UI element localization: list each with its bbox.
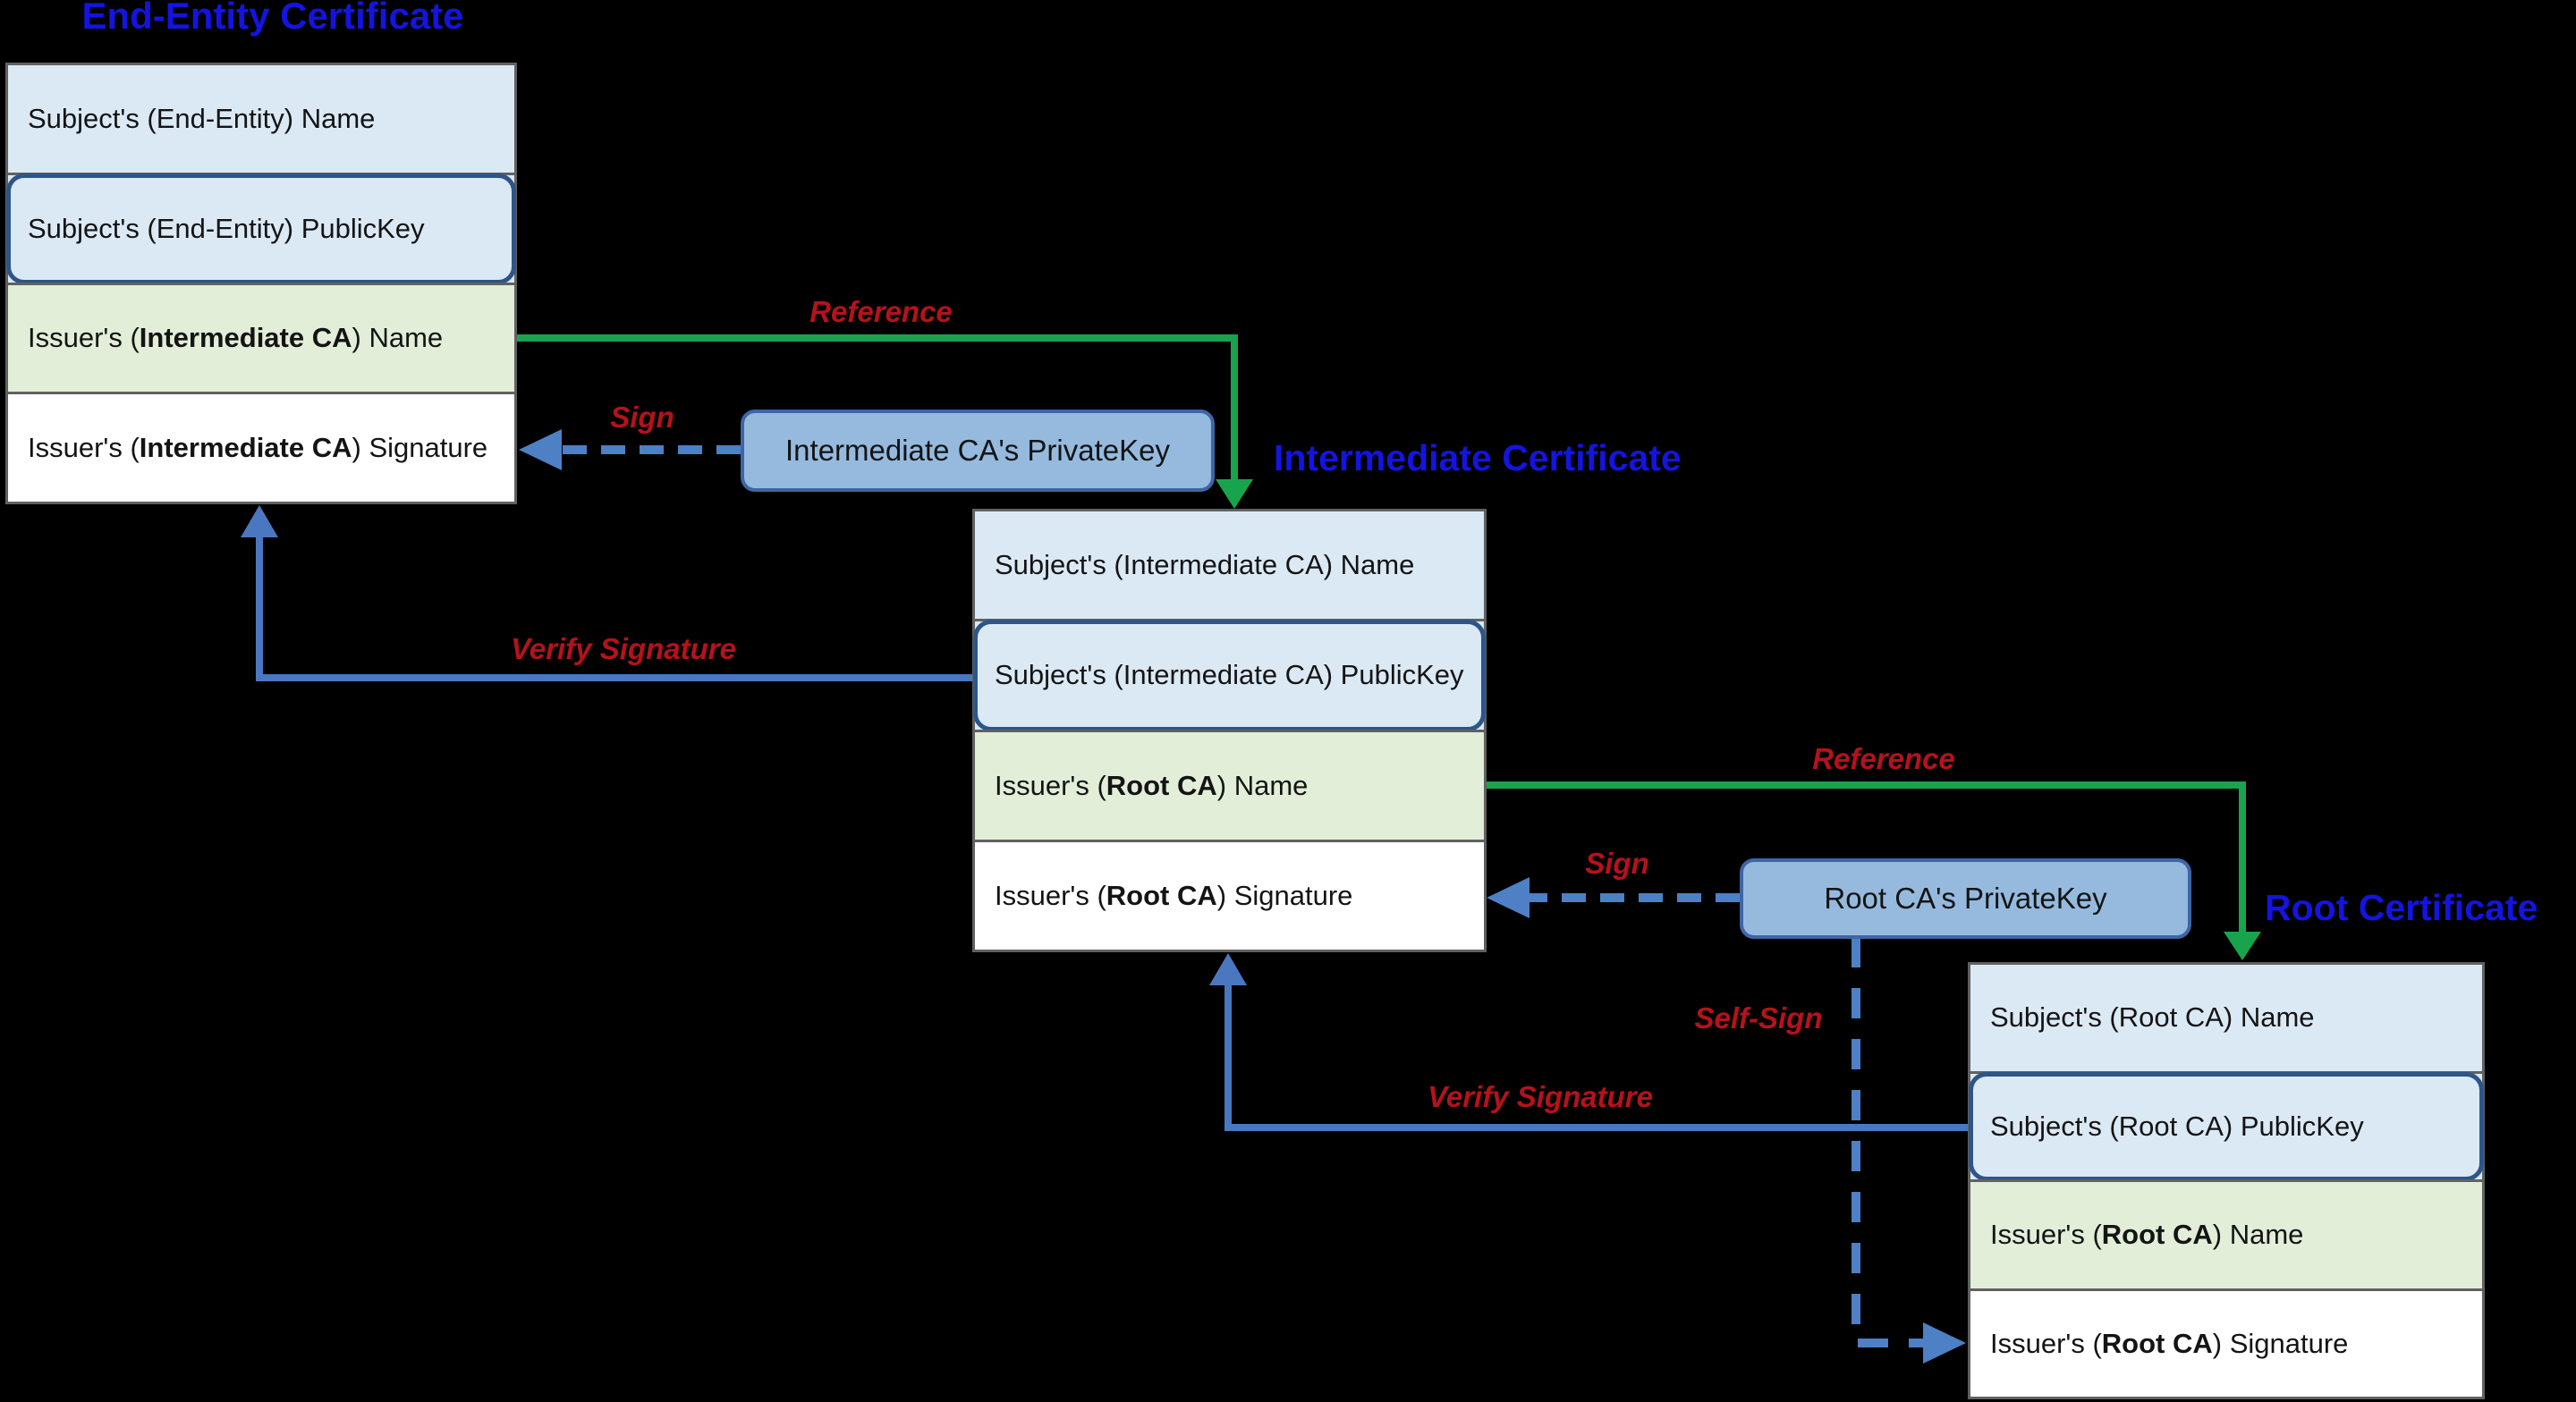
self-sign-arrow-label: Self-Sign: [1694, 1001, 1823, 1035]
sign-arrowhead-1: [519, 429, 562, 470]
root-subject-name-row: Subject's (Root CA) Name: [1970, 965, 2482, 1071]
reference-arrow-1: [517, 334, 1238, 483]
reference-arrow-2-label: Reference: [1812, 742, 1955, 775]
root-certificate-box: Subject's (Root CA) Name Subject's (Root…: [1968, 962, 2485, 1399]
end-entity-issuer-signature-row: Issuer's (Intermediate CA) Signature: [8, 392, 514, 502]
intermediate-subject-name-row: Subject's (Intermediate CA) Name: [975, 511, 1484, 620]
sign-arrow-2-label: Sign: [1585, 847, 1649, 880]
intermediate-ca-privatekey-box: Intermediate CA's PrivateKey: [741, 410, 1215, 492]
sign-arrow-1-label: Sign: [610, 401, 674, 434]
end-entity-certificate-box: Subject's (End-Entity) Name Subject's (E…: [5, 63, 517, 504]
intermediate-issuer-name-row: Issuer's (Root CA) Name: [975, 729, 1484, 840]
self-sign-arrow: [1852, 937, 1930, 1347]
root-subject-publickey-row: Subject's (Root CA) PublicKey: [1969, 1070, 2484, 1181]
reference-arrow-2: [1487, 781, 2246, 936]
verify-arrow-2: [1224, 984, 1968, 1131]
verify-arrow-1: [256, 536, 972, 681]
end-entity-subject-publickey-row: Subject's (End-Entity) PublicKey: [6, 172, 516, 284]
end-entity-certificate-title: End-Entity Certificate: [81, 0, 464, 37]
root-ca-privatekey-box: Root CA's PrivateKey: [1740, 858, 2191, 939]
verify-arrowhead-2: [1209, 953, 1247, 985]
self-sign-arrowhead: [1923, 1322, 1966, 1364]
root-issuer-name-row: Issuer's (Root CA) Name: [1970, 1179, 2482, 1288]
reference-arrowhead-2: [2224, 932, 2261, 960]
sign-arrowhead-2: [1487, 877, 1530, 918]
end-entity-issuer-name-row: Issuer's (Intermediate CA) Name: [8, 282, 514, 393]
root-certificate-title: Root Certificate: [2265, 887, 2538, 928]
intermediate-issuer-signature-row: Issuer's (Root CA) Signature: [975, 839, 1484, 950]
end-entity-subject-name-row: Subject's (End-Entity) Name: [8, 65, 514, 173]
root-issuer-signature-row: Issuer's (Root CA) Signature: [1970, 1288, 2482, 1397]
verify-arrowhead-1: [241, 505, 278, 537]
verify-arrow-1-label: Verify Signature: [511, 632, 736, 665]
intermediate-subject-publickey-row: Subject's (Intermediate CA) PublicKey: [973, 619, 1486, 731]
reference-arrow-1-label: Reference: [809, 295, 953, 328]
intermediate-certificate-title: Intermediate Certificate: [1274, 437, 1682, 478]
reference-arrowhead-1: [1216, 479, 1253, 509]
intermediate-certificate-box: Subject's (Intermediate CA) Name Subject…: [972, 509, 1487, 952]
verify-arrow-2-label: Verify Signature: [1428, 1080, 1653, 1113]
